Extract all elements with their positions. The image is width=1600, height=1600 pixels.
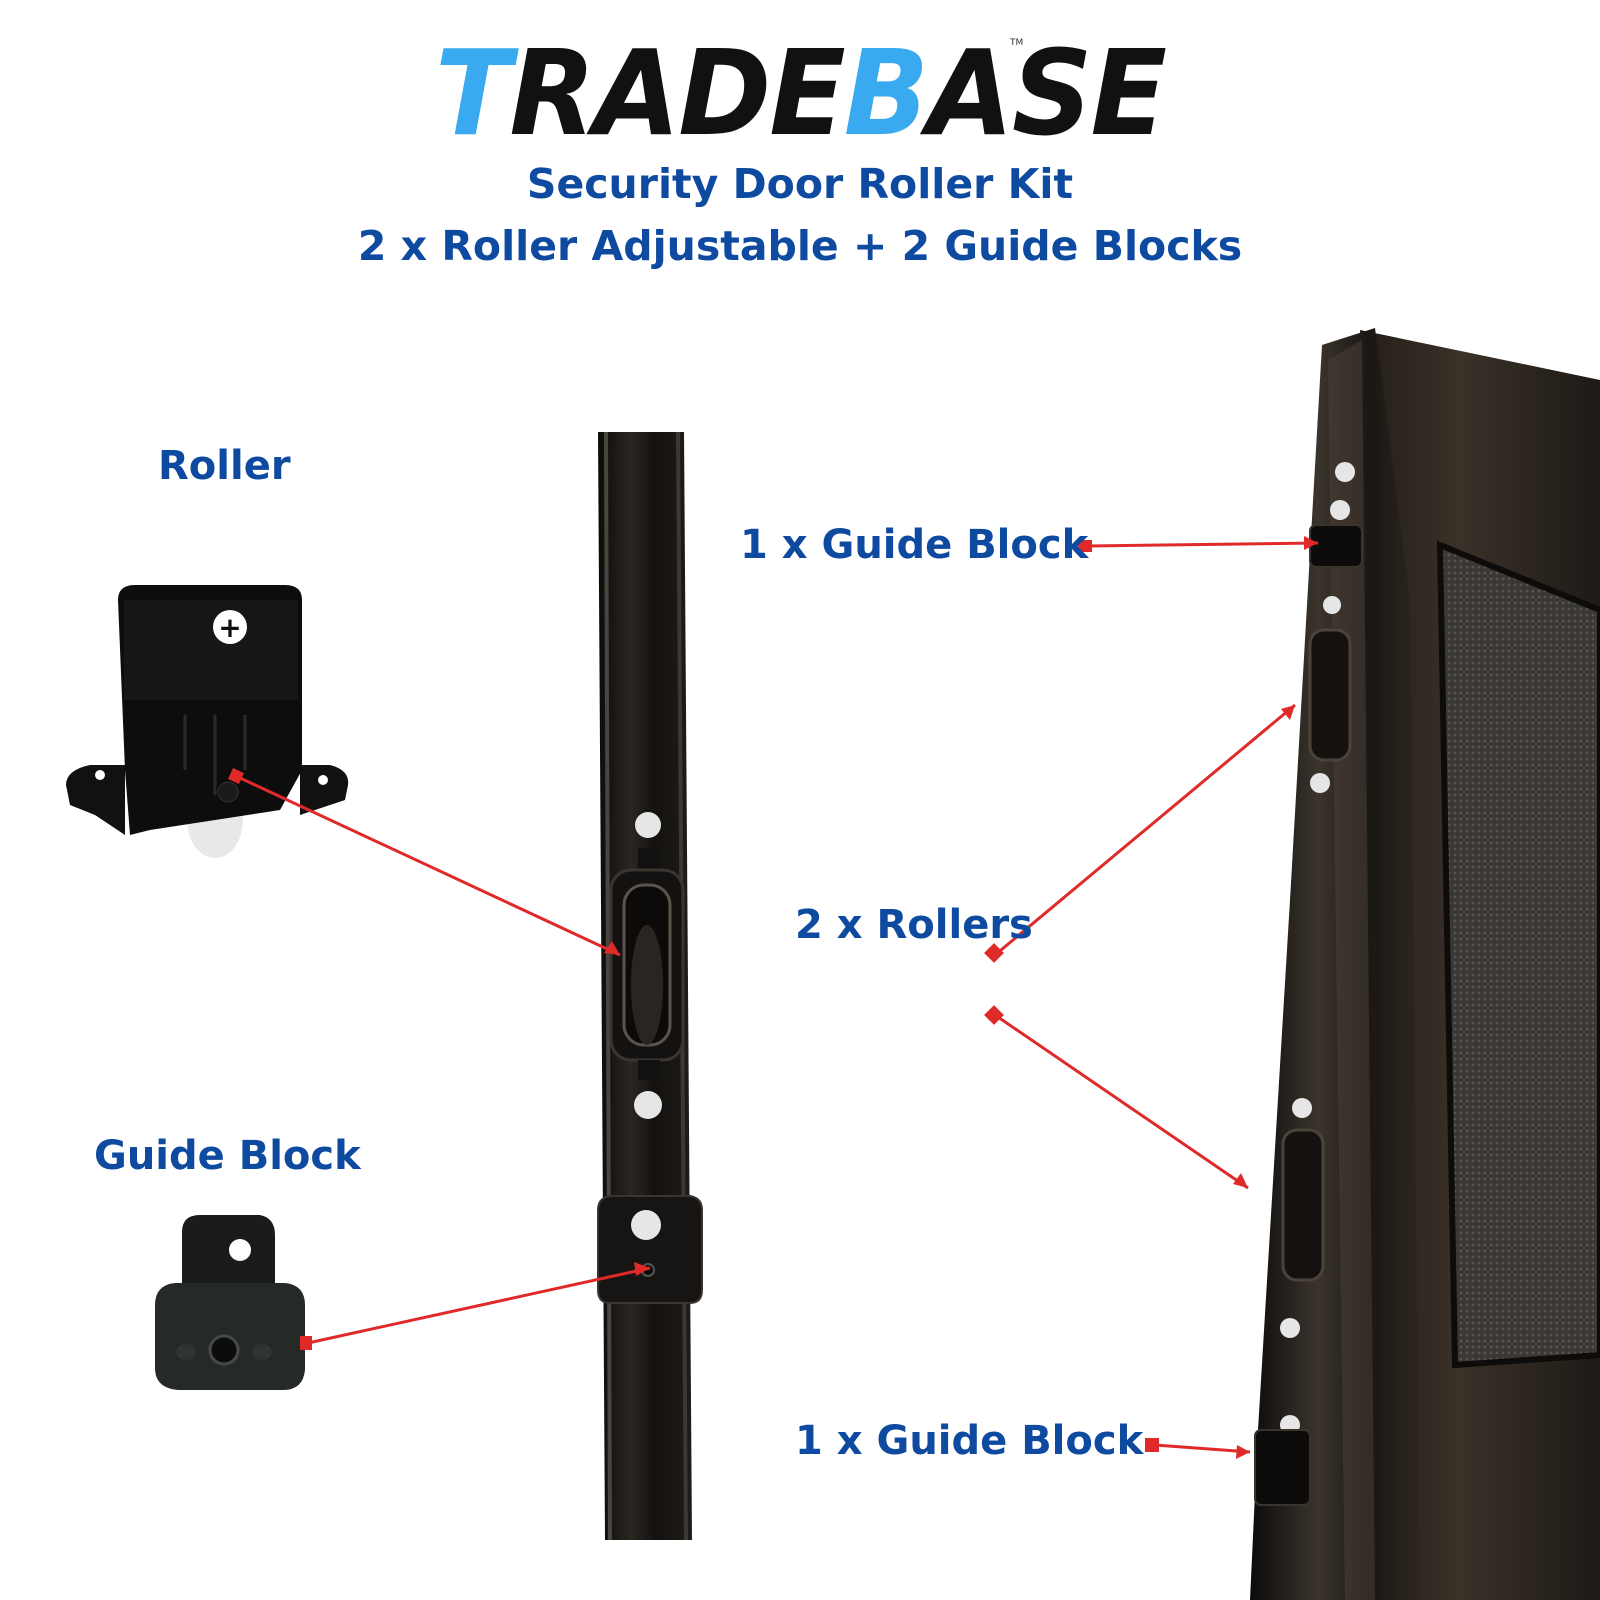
label-guide-block-bottom: 1 x Guide Block — [795, 1418, 1144, 1464]
security-door-image — [1250, 328, 1600, 1600]
label-guide-block: Guide Block — [94, 1133, 361, 1179]
logo-letters-ase: ASE — [927, 25, 1167, 163]
roller-part-image: + — [66, 585, 349, 858]
svg-text:+: + — [218, 611, 241, 644]
page-title: Security Door Roller Kit — [526, 160, 1074, 208]
logo-letter-b: B — [843, 25, 929, 163]
trademark-symbol: TM — [1010, 38, 1024, 48]
label-rollers: 2 x Rollers — [795, 902, 1033, 948]
label-guide-block-top: 1 x Guide Block — [740, 522, 1089, 568]
arrow-icon — [237, 541, 1319, 1454]
page-subtitle: 2 x Roller Adjustable + 2 Guide Blocks — [357, 222, 1243, 270]
door-track-image — [597, 432, 703, 1540]
arrow-heads — [228, 536, 1318, 1459]
guide-block-part-image — [155, 1215, 305, 1390]
logo-letters-rade: RADE — [509, 25, 845, 163]
logo-letter-t: T — [434, 25, 511, 163]
label-roller: Roller — [158, 443, 291, 489]
brand-logo: TRADEBASE — [0, 35, 1600, 153]
